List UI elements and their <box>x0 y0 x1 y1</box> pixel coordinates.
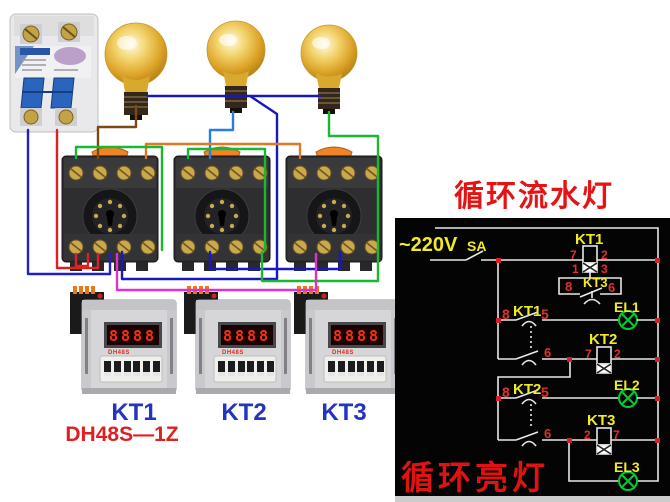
schematic-label-24-6: 6 <box>544 426 552 441</box>
schematic-label-7-KT2: KT2 <box>513 381 542 398</box>
timer1-label: KT1 <box>111 399 157 426</box>
schematic-label-20-7: 7 <box>585 347 592 361</box>
timer2-label: KT2 <box>221 399 267 426</box>
schematic-label-14-3: 3 <box>601 262 608 276</box>
timer2-brand: DH48S <box>222 350 244 356</box>
schematic-panel <box>395 218 670 496</box>
schematic-label-25-2: 2 <box>584 428 591 442</box>
schematic-label-23-5: 5 <box>541 384 549 400</box>
schematic-label-10-EL3: EL3 <box>614 459 640 475</box>
bulb-1 <box>104 22 168 120</box>
timer3-label: KT3 <box>321 399 367 426</box>
schematic-bottom-strip <box>395 496 670 502</box>
schematic-label-2-KT1: KT1 <box>575 231 604 248</box>
schematic-label-3-KT3: KT3 <box>583 275 608 290</box>
schematic-label-15-8: 8 <box>565 279 573 294</box>
timer3-brand: DH48S <box>332 350 354 356</box>
schematic-label-16-6: 6 <box>608 280 616 295</box>
wiring <box>26 94 380 292</box>
schematic-footer: 循环亮灯 <box>401 459 549 496</box>
schematic-label-0-~220V: ~220V <box>399 234 458 256</box>
schematic-label-5-EL1: EL1 <box>614 299 640 315</box>
schematic-label-1-SA: SA <box>467 238 487 254</box>
bulb-3 <box>300 24 358 114</box>
circuit-breaker <box>9 13 99 133</box>
schematic-label-26-7: 7 <box>613 428 620 442</box>
schematic-label-12-2: 2 <box>601 248 608 262</box>
schematic-label-4-KT1: KT1 <box>513 303 542 320</box>
relay-sockets <box>61 146 383 271</box>
timer2-display: 8888 <box>222 327 272 345</box>
schematic-label-22-8: 8 <box>502 384 510 400</box>
timer-model-label: DH48S—1Z <box>65 423 179 446</box>
schematic-label-11-7: 7 <box>570 248 577 262</box>
schematic-label-19-6: 6 <box>544 345 552 360</box>
schematic-label-13-1: 1 <box>572 262 579 276</box>
schematic-label-8-EL2: EL2 <box>614 377 640 393</box>
schematic-label-17-8: 8 <box>502 306 510 322</box>
schematic-label-21-2: 2 <box>614 347 621 361</box>
schematic-label-9-KT3: KT3 <box>587 412 616 429</box>
junction-dots <box>496 258 660 443</box>
timer1-display: 8888 <box>108 327 158 345</box>
schematic-label-18-5: 5 <box>541 306 549 322</box>
timer1-brand: DH48S <box>108 350 130 356</box>
schematic-title: 循环流水灯 <box>454 180 614 213</box>
schematic-label-6-KT2: KT2 <box>589 331 618 348</box>
timer3-display: 8888 <box>332 327 382 345</box>
